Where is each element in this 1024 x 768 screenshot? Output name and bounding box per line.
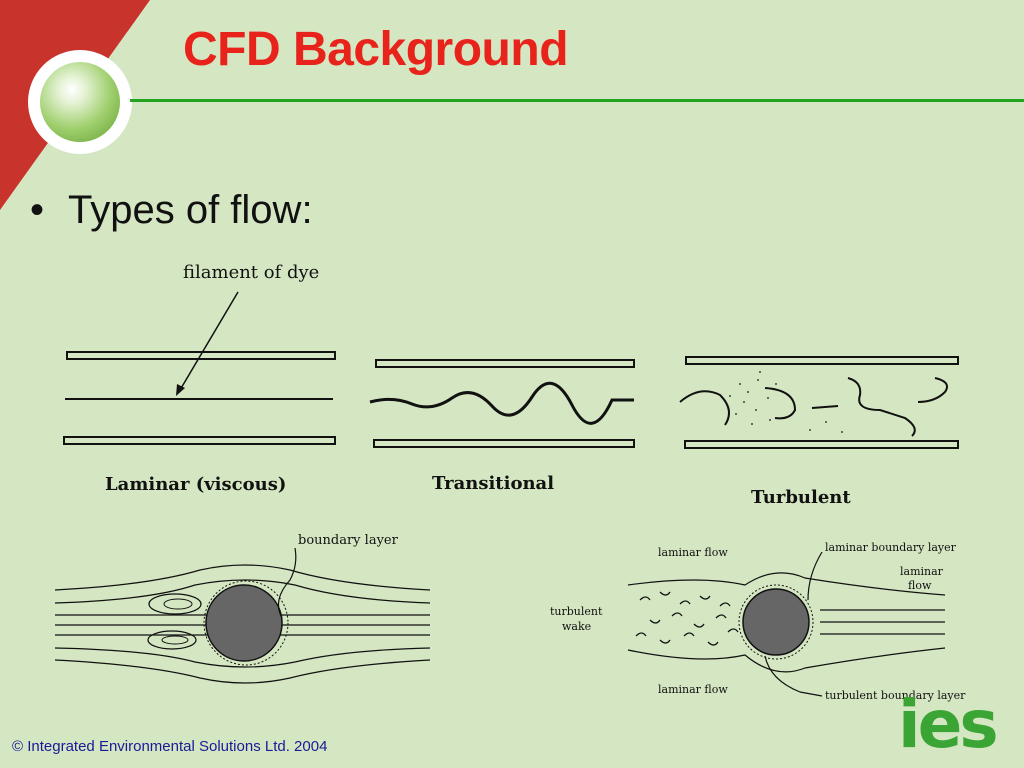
turbulent-wake-label-2: wake <box>562 620 591 633</box>
filament-arrow <box>179 291 239 391</box>
green-sphere-logo-icon <box>40 62 120 142</box>
laminar-flow-bottom-label: laminar flow <box>658 683 728 696</box>
turbulent-label: Turbulent <box>751 487 851 508</box>
laminar-boundary-layer-label: laminar boundary layer <box>825 541 957 554</box>
laminar-flow-right-label-2: flow <box>908 579 932 592</box>
laminar-flow-top-label: laminar flow <box>658 546 728 559</box>
laminar-pipe <box>63 351 336 445</box>
filament-label: filament of dye <box>183 262 319 283</box>
page-title: CFD Background <box>183 23 569 76</box>
turbulent-wake-label-1: turbulent <box>550 605 603 618</box>
bullet-item: • Types of flow: <box>30 188 313 233</box>
turbulent-boundary-layer-label: turbulent boundary layer <box>825 689 966 702</box>
transitional-pipe <box>369 359 635 448</box>
flow-types-figure: filament of dye Laminar (viscous) Transi… <box>54 262 966 702</box>
laminar-flow-right-label-1: laminar <box>900 565 944 578</box>
filament-arrowhead <box>176 384 185 396</box>
bullet-icon: • <box>30 188 45 232</box>
cylinder-turbulent-diagram <box>627 551 946 697</box>
footer-copyright: © Integrated Environmental Solutions Ltd… <box>12 738 328 755</box>
transitional-label: Transitional <box>432 473 554 494</box>
cylinder-laminar-diagram <box>54 547 431 684</box>
turbulent-pipe <box>679 356 959 449</box>
laminar-label: Laminar (viscous) <box>105 474 286 495</box>
boundary-layer-label: boundary layer <box>298 533 399 548</box>
bullet-text: Types of flow: <box>68 188 313 232</box>
ies-logo: ies <box>898 686 999 763</box>
title-divider <box>130 99 1024 102</box>
